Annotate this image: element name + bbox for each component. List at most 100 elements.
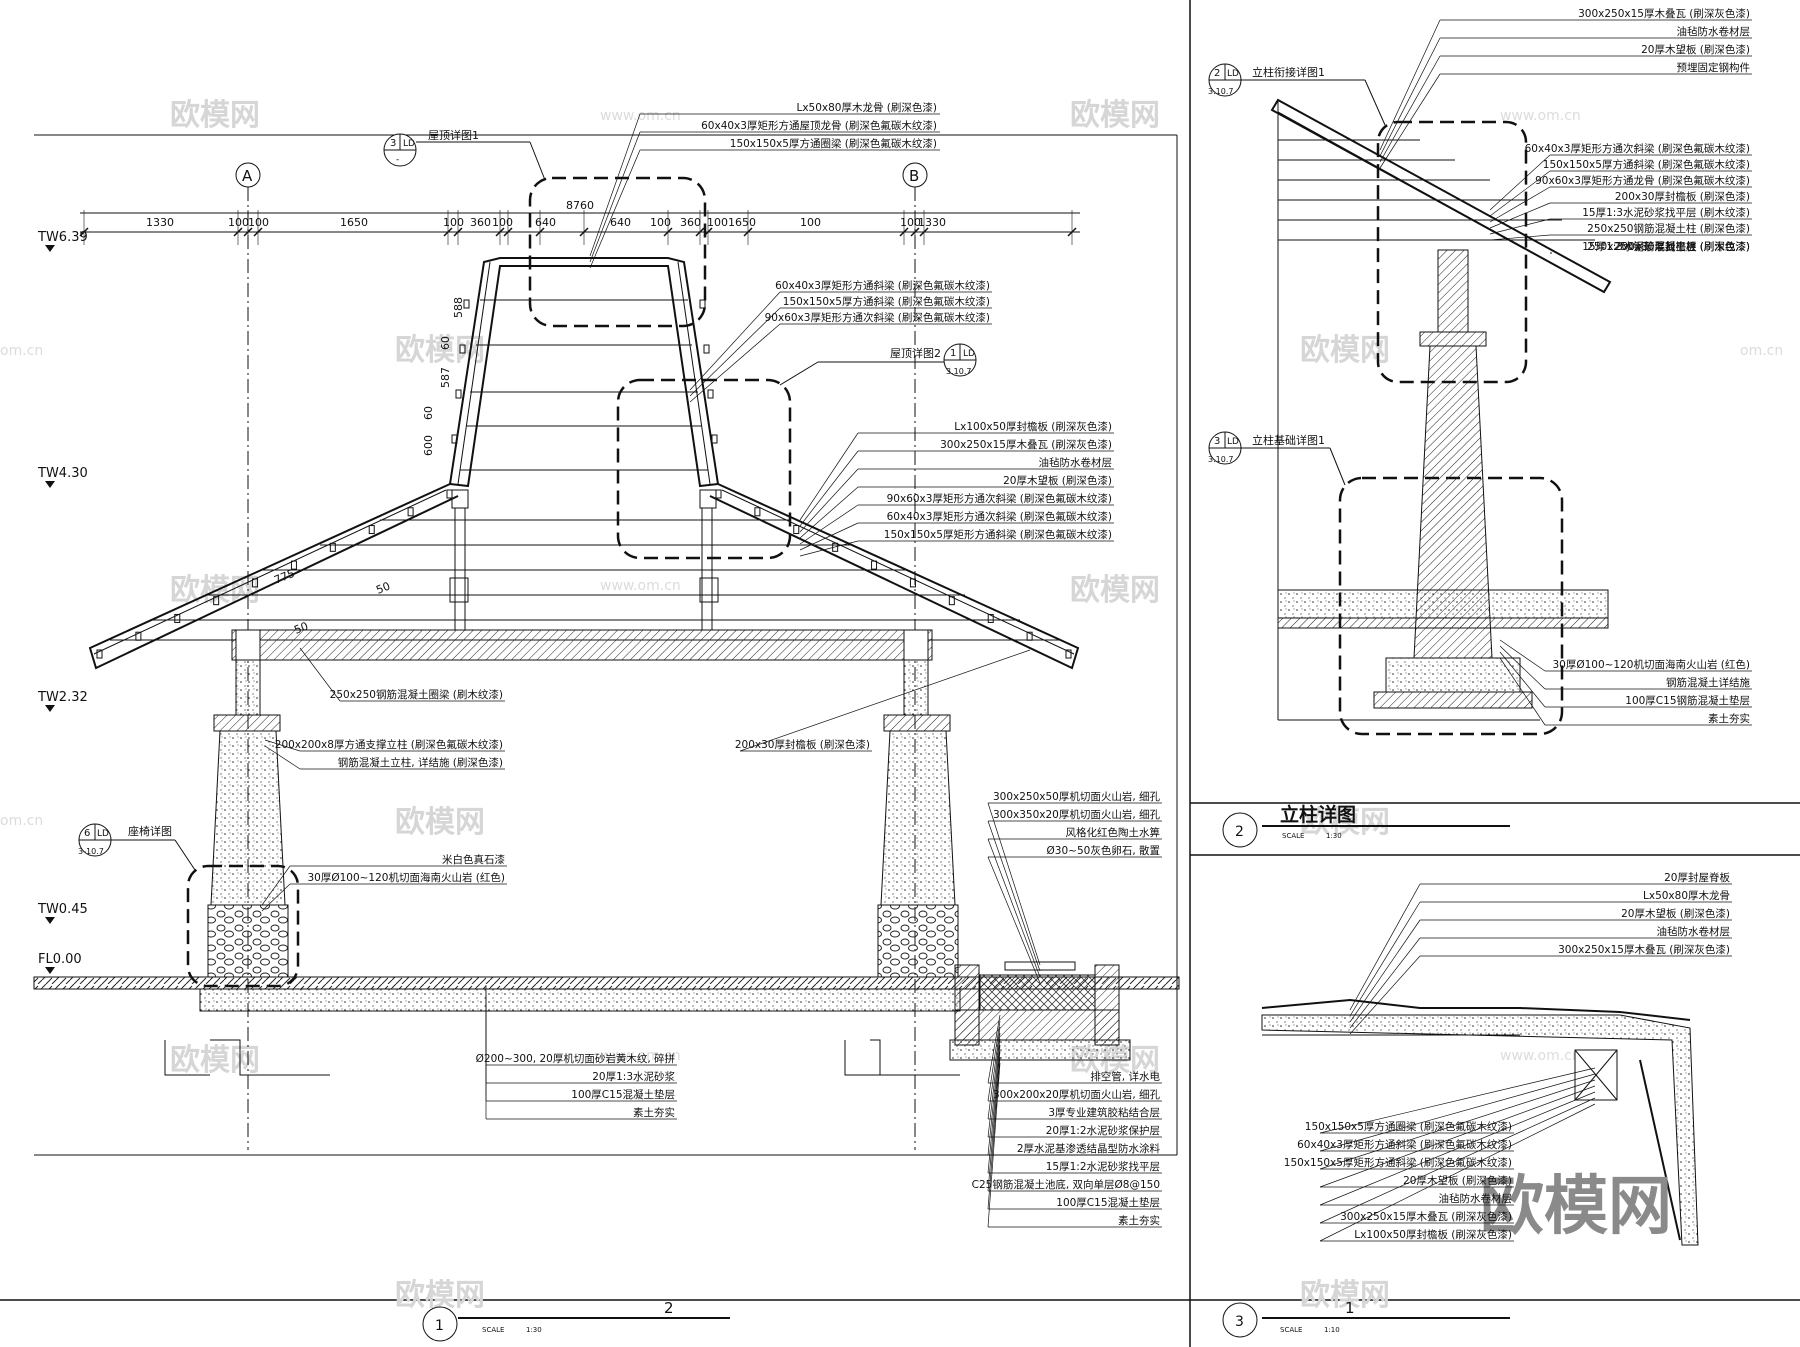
dimension-label: 640 xyxy=(610,216,631,229)
annotation-leader xyxy=(987,1038,1001,1156)
annotation-text: 300x250x15厚木叠瓦 (刷深灰色漆) xyxy=(940,438,1112,451)
annotation-text: 风格化红色陶土水箅 xyxy=(1066,826,1161,839)
tile-mark xyxy=(459,344,466,354)
annotation-text: 90x60x3厚矩形方通次斜梁 (刷深色氟碳木纹漆) xyxy=(887,492,1112,505)
dimension-label: 1330 xyxy=(146,216,174,229)
tile-mark xyxy=(451,434,458,444)
annotation-text: 素土夯实 xyxy=(1118,1214,1160,1227)
annotation-leader xyxy=(987,1050,1001,1192)
annotation-group: Ø200~300, 20厚机切面砂岩黄木纹, 碎拼20厚1:3水泥砂浆100厚C… xyxy=(476,985,677,1120)
annotation-leader xyxy=(739,649,1031,752)
svg-text:立柱基础详图1: 立柱基础详图1 xyxy=(1252,433,1325,447)
watermark-text: 欧模网 xyxy=(1300,1278,1390,1313)
level-label: FL0.00 xyxy=(38,952,82,967)
annotation-leader xyxy=(689,291,781,391)
level-label: TW6.39 xyxy=(37,230,88,245)
annotation-text: 3厚专业建筑胶粘结合层 xyxy=(1048,1106,1160,1119)
annotation-text: 油毡防水卷材层 xyxy=(1657,925,1731,938)
tile-mark xyxy=(754,507,761,517)
tile-mark xyxy=(446,489,453,499)
annotation-leader xyxy=(1379,73,1441,169)
annotation-group: 60x40x3厚矩形方通斜梁 (刷深色氟碳木纹漆)150x150x5厚方通斜梁 … xyxy=(689,279,992,403)
annotation-leaders: Lx50x80厚木龙骨 (刷深色漆)60x40x3厚矩形方通屋顶龙骨 (刷深色氟… xyxy=(261,7,1752,1242)
annotation-text: 200x30厚封檐板 (刷深色漆) xyxy=(1615,240,1750,253)
annotation-text: Lx50x80厚木龙骨 xyxy=(1643,889,1730,902)
annotation-text: Ø30~50灰色卵石, 散置 xyxy=(1047,844,1160,857)
annotation-leader xyxy=(1489,218,1551,235)
annotation-leader xyxy=(1489,154,1551,211)
annotation-text: 预埋固定钢构件 xyxy=(1677,61,1751,74)
svg-text:3-10.7: 3-10.7 xyxy=(78,847,104,856)
annotation-text: 60x40x3厚矩形方通次斜梁 (刷深色氟碳木纹漆) xyxy=(887,510,1112,523)
annotation-text: Lx100x50厚封檐板 (刷深灰色漆) xyxy=(954,420,1112,433)
tile-mark xyxy=(715,489,722,499)
annotation-leader xyxy=(1319,1103,1596,1242)
annotation-leader xyxy=(987,1014,1001,1084)
annotation-leader xyxy=(689,323,781,403)
annotation-text: 30厚Ø100~120机切面海南火山岩 (红色) xyxy=(307,871,505,884)
annotation-leader xyxy=(1319,1085,1596,1188)
annotation-text: 米白色真石漆 xyxy=(442,853,505,866)
annotation-text: 20厚1:2水泥砂浆保护层 xyxy=(1046,1124,1160,1137)
callout-marker-1: 3 LD - 屋顶详图1 xyxy=(383,128,546,181)
svg-text:600: 600 xyxy=(422,435,435,456)
annotation-leader xyxy=(1319,1091,1596,1206)
svg-text:2: 2 xyxy=(1235,824,1244,840)
dimension-label: 100 xyxy=(492,216,513,229)
watermark-url: www.om.cn xyxy=(1500,1048,1581,1064)
annotation-leader xyxy=(299,647,341,702)
svg-text:6: 6 xyxy=(84,828,90,839)
annotation-leader xyxy=(799,504,859,545)
annotation-group: 30厚Ø100~120机切面海南火山岩 (红色)钢筋混凝土详结施100厚C15钢… xyxy=(1499,639,1752,726)
svg-text:LD: LD xyxy=(1227,437,1239,447)
watermark-text: 欧模网 xyxy=(170,1043,260,1078)
svg-text:SCALE: SCALE xyxy=(1282,832,1304,840)
annotation-leader xyxy=(1499,657,1546,726)
annotation-text: 90x60x3厚矩形方通次斜梁 (刷深色氟碳木纹漆) xyxy=(765,311,990,324)
tile-mark xyxy=(135,631,142,641)
annotation-leader xyxy=(987,820,1041,972)
dimension-ticks xyxy=(79,210,1077,245)
svg-text:1: 1 xyxy=(950,348,956,359)
svg-text:1:10: 1:10 xyxy=(1324,1326,1340,1334)
tile-mark xyxy=(699,299,706,309)
tile-mark xyxy=(96,649,103,659)
beam-end xyxy=(235,629,261,661)
axis-label: A xyxy=(242,167,253,185)
annotation-leader xyxy=(1489,170,1551,217)
annotation-leader xyxy=(1319,1073,1596,1152)
annotation-leader xyxy=(1379,55,1441,163)
annotation-leader xyxy=(799,540,859,557)
annotation-text: 油毡防水卷材层 xyxy=(1439,1192,1513,1205)
annotation-text: 60x40x3厚矩形方通斜梁 (刷深色氟碳木纹漆) xyxy=(775,279,990,292)
dimension-label: 1330 xyxy=(918,216,946,229)
dimension-label: 1650 xyxy=(728,216,756,229)
annotation-group: 150x150x5厚方通圈梁 (刷深色氟碳木纹漆)60x40x3厚矩形方通斜梁 … xyxy=(1284,1067,1596,1242)
annotation-text: 20厚木望板 (刷深色漆) xyxy=(1403,1174,1512,1187)
annotation-leader xyxy=(987,1056,1001,1210)
annotation-group: Lx50x80厚木龙骨 (刷深色漆)60x40x3厚矩形方通屋顶龙骨 (刷深色氟… xyxy=(589,101,940,269)
svg-text:3.10.7: 3.10.7 xyxy=(1208,87,1233,96)
big-watermark: 欧模网 xyxy=(1480,1170,1672,1244)
svg-text:2: 2 xyxy=(1214,68,1220,79)
watermark-url: www.om.cn xyxy=(1500,108,1581,124)
annotation-text: 300x250x15厚木叠瓦 (刷深灰色漆) xyxy=(1340,1210,1512,1223)
annotation-leader xyxy=(799,450,859,527)
tile-mark xyxy=(1065,649,1072,659)
annotation-text: 150x150x5厚矩形方通斜梁 (刷深色氟碳木纹漆) xyxy=(884,528,1112,541)
annotation-text: 60x40x3厚矩形方通次斜梁 (刷深色氟碳木纹漆) xyxy=(1525,142,1750,155)
watermark-text: 欧模网 xyxy=(1300,805,1390,840)
tile-mark xyxy=(463,299,470,309)
annotation-text: 250x250钢筋混凝土柱 (刷深色漆) xyxy=(1587,222,1750,235)
annotation-leader xyxy=(589,149,641,269)
annotation-leader xyxy=(1349,919,1421,1023)
annotation-text: 20厚1:3水泥砂浆 xyxy=(592,1070,675,1083)
annotation-text: 20厚木望板 (刷深色漆) xyxy=(1003,474,1112,487)
dimension-total: 8760 xyxy=(566,199,594,212)
annotation-leader xyxy=(589,113,641,257)
svg-text:50: 50 xyxy=(374,579,392,596)
watermark-url: www.om.cn xyxy=(600,1048,681,1064)
svg-text:SCALE: SCALE xyxy=(1280,1326,1302,1334)
